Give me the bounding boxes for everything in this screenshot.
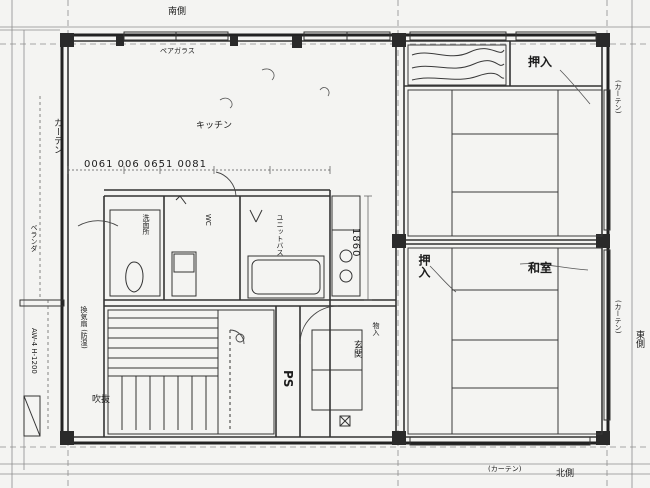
fixtures bbox=[109, 195, 363, 427]
window-label: ペアガラス bbox=[160, 47, 195, 55]
veranda-box bbox=[23, 395, 41, 437]
stair-label: 吹抜 bbox=[92, 395, 111, 405]
left-spec-label: AW-4 H-1200 bbox=[30, 328, 38, 374]
tatami-mats bbox=[407, 44, 603, 435]
windows bbox=[19, 31, 611, 446]
bottom-right-label: (カーテン) bbox=[488, 465, 522, 473]
stairs bbox=[107, 309, 275, 435]
oshiire-label: 押入 bbox=[528, 55, 553, 69]
washroom-label: 洗面所 bbox=[142, 214, 150, 235]
north-edge-label: 北側 bbox=[556, 469, 575, 479]
sketch-marks bbox=[219, 68, 591, 293]
storage-label: 物入 bbox=[372, 322, 380, 336]
bath-label: ユニットバス bbox=[276, 214, 284, 256]
right-bottom-label: (カーテン) bbox=[614, 300, 622, 334]
right-top-label: (カーテン) bbox=[614, 80, 622, 114]
veranda-label: ベランダ bbox=[30, 224, 38, 252]
south-edge-label: 南側 bbox=[168, 7, 187, 17]
dimension-lines bbox=[39, 96, 372, 430]
dimension-1860-label: 1860 bbox=[350, 228, 361, 258]
curtain-label: カーテン bbox=[52, 118, 62, 154]
east-edge-label: 東側 bbox=[634, 330, 644, 348]
kitchen-label: キッチン bbox=[196, 121, 233, 131]
tatami-note-label: 和室 bbox=[528, 261, 553, 275]
wc-label: WC bbox=[204, 214, 212, 226]
door-swings bbox=[77, 171, 339, 345]
entrance-label: 玄関 bbox=[352, 340, 362, 358]
left-note-label: 換気扇 (防湿) bbox=[80, 306, 88, 349]
ps-label: PS bbox=[281, 370, 295, 388]
top-dimension-label: 0061 006 0651 0081 bbox=[84, 159, 207, 170]
closet-mid-label: 押入 bbox=[417, 254, 431, 278]
